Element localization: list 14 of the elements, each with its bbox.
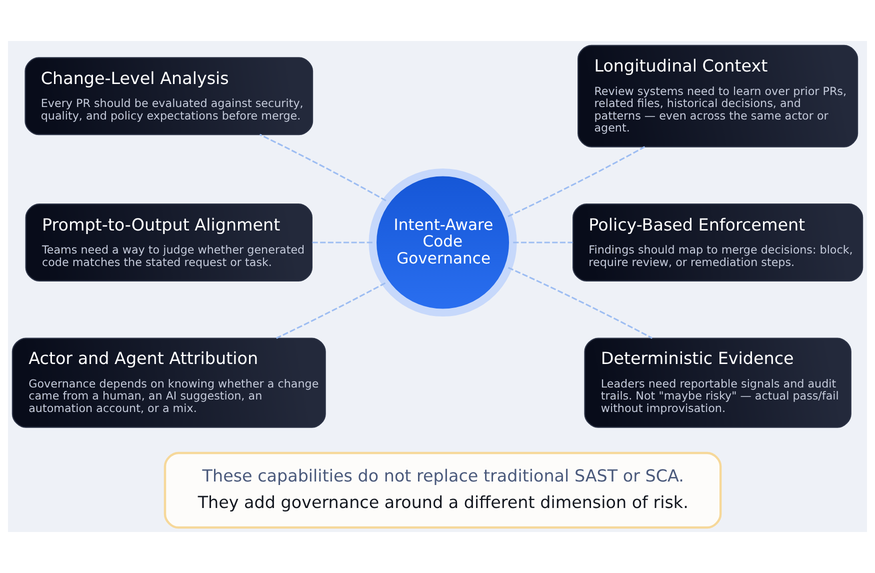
node-box: Change-Level Analysis Every PR should be evaluated against security, quality, and policy expectations before merge.: [24, 57, 314, 136]
connector: [276, 282, 386, 339]
node-circle: Intent-Aware Code Governance: [368, 168, 517, 317]
connector: [513, 242, 573, 244]
node-box: These capabilities do not replace traditional SAST or SCA. They add governance around a different dimension of risk.: [164, 452, 722, 529]
connector: [508, 266, 653, 339]
connector: [312, 242, 372, 244]
connector: [259, 134, 386, 202]
node-box: Policy-Based Enforcement Findings should map to merge decisions: block, require review, or remediation steps.: [572, 204, 864, 282]
node-box: Longitudinal Context Review systems need to learn over prior PRs, related files, historical decisions, and patterns — even across the same actor or agent.: [578, 44, 858, 148]
connector: [508, 146, 646, 218]
node-box: Deterministic Evidence Leaders need reportable signals and audit trails. Not "maybe risky" — actual pass/fail without improvisation.: [584, 338, 852, 428]
node-box: Prompt-to-Output Alignment Teams need a way to judge whether generated code matches the stated request or task.: [25, 204, 313, 282]
node-box: Actor and Agent Attribution Governance depends on knowing whether a change came from a human, an AI suggestion, an automation account, or a mix.: [12, 338, 326, 428]
